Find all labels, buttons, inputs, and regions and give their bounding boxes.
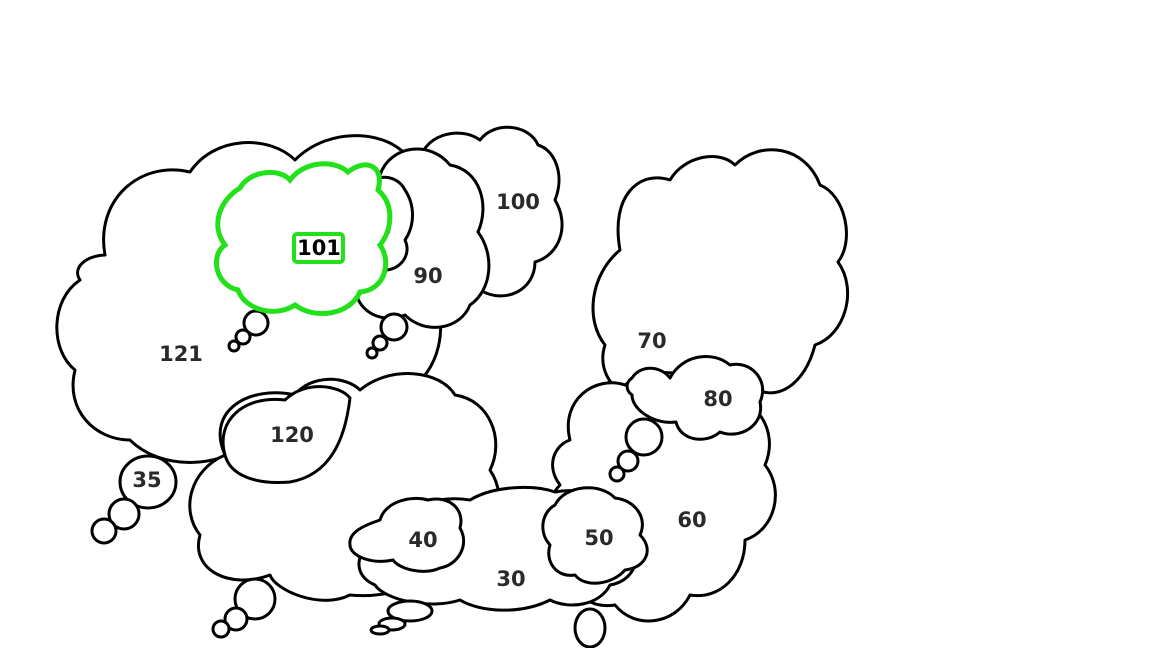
- cloud-50[interactable]: 50: [541, 486, 649, 648]
- selection-label-box: [292, 232, 345, 264]
- cloud-100-label: 100: [496, 190, 540, 214]
- cloud-30-label: 30: [496, 567, 525, 591]
- cloud-101-label: 101: [297, 236, 341, 260]
- selection-outline: [214, 161, 393, 317]
- cloud-90-label: 90: [413, 264, 442, 288]
- cloud-121-label: 121: [159, 342, 203, 366]
- cloud-40-label: 40: [408, 528, 437, 552]
- cloud-50-label: 50: [584, 526, 613, 550]
- cloud-80-label: 80: [703, 387, 732, 411]
- cloud-35-label: 35: [132, 468, 161, 492]
- cloud-101[interactable]: 101: [214, 161, 393, 317]
- cloud-40[interactable]: 40: [348, 496, 466, 573]
- cloud-35[interactable]: 35: [90, 454, 178, 545]
- cloud-60-label: 60: [677, 508, 706, 532]
- cloud-80[interactable]: 80: [625, 355, 765, 441]
- cloud-70-label: 70: [637, 329, 666, 353]
- cloud-120-label: 120: [270, 423, 314, 447]
